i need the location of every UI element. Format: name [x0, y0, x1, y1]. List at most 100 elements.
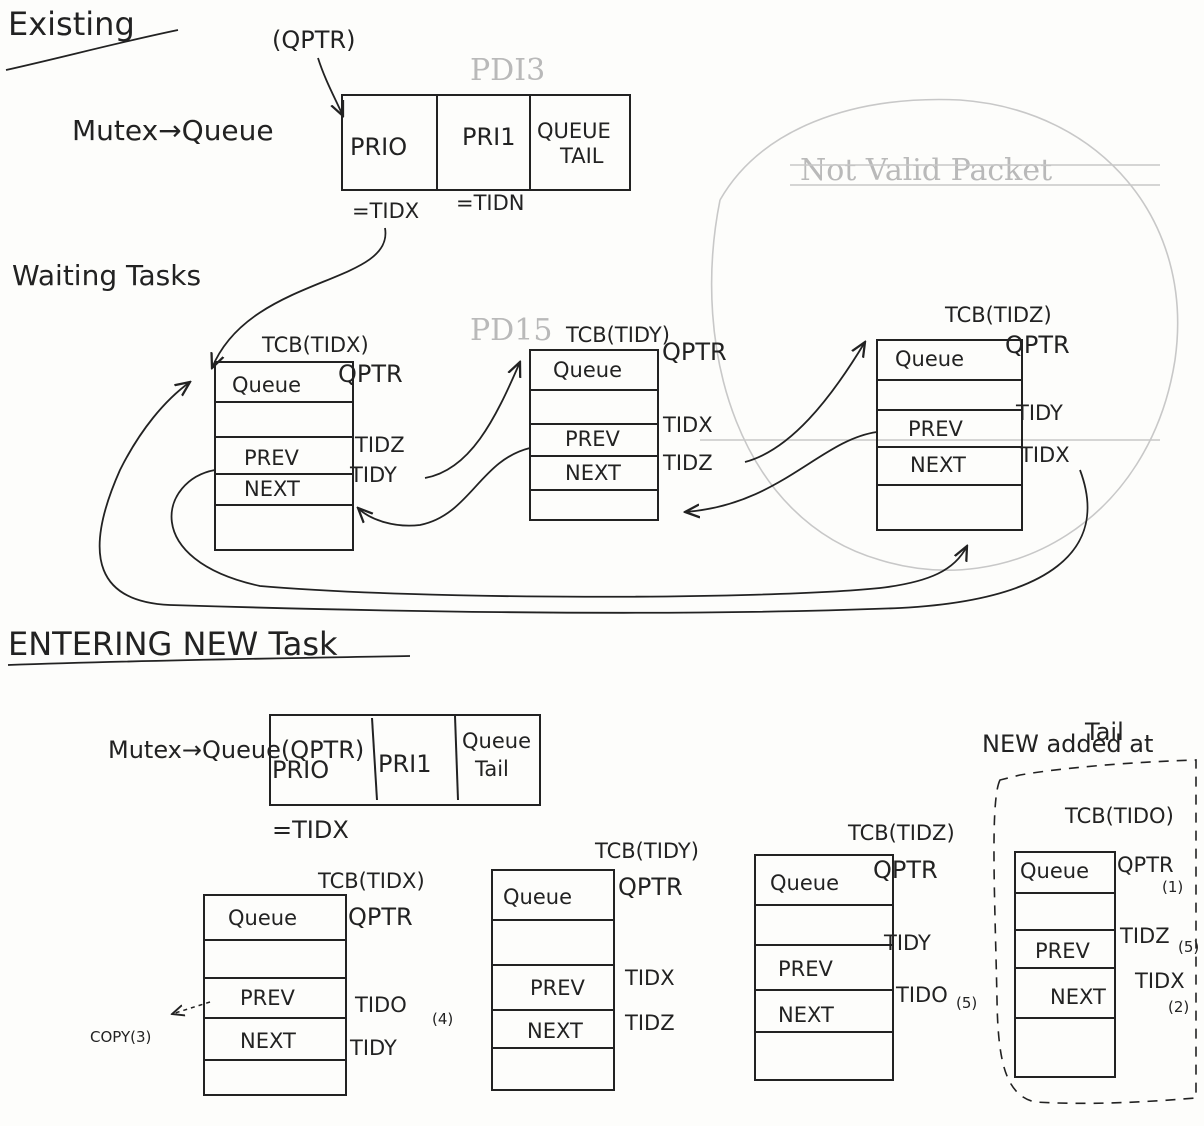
prev-mark: (5)	[1178, 938, 1199, 956]
link-x-next-to-y	[424, 362, 520, 479]
next-field: NEXT	[910, 453, 966, 477]
head-pointer-arrow	[212, 227, 387, 368]
prev-value: TIDX	[624, 966, 675, 990]
queue-field: Queue	[232, 373, 301, 397]
prev-value: TIDX	[662, 413, 713, 437]
queue-field: Queue	[895, 347, 964, 371]
new-tcb-tidz: TCB(TIDZ) Queue QPTR PREV NEXT TIDY TIDO…	[754, 821, 977, 1081]
prev-field: PREV	[244, 446, 300, 470]
cell-prio: PRIO	[350, 133, 407, 161]
cell-tail: TAIL	[559, 144, 604, 168]
new-task-dashed-region	[993, 759, 1197, 1105]
qptr-note: (QPTR)	[272, 26, 355, 54]
qptr-value: QPTR	[662, 338, 727, 366]
next-value: TIDZ	[662, 451, 713, 475]
cell-prio: PRIO	[272, 756, 329, 784]
qptr-value: QPTR	[338, 360, 403, 388]
faint-loop	[710, 98, 1179, 571]
tcb-title: TCB(TIDZ)	[847, 821, 955, 845]
next-field: NEXT	[1050, 985, 1106, 1009]
prev-field: PREV	[240, 986, 296, 1010]
queue-field: Queue	[228, 906, 297, 930]
qptr-value: QPTR	[1117, 853, 1174, 877]
prev-field: PREV	[530, 976, 586, 1000]
next-field: NEXT	[565, 461, 621, 485]
tcb-tidz: TCB(TIDZ) Queue QPTR PREV NEXT TIDY TIDX	[876, 303, 1070, 531]
prev-mark: (4)	[432, 1010, 453, 1028]
next-value: TIDY	[349, 1036, 397, 1060]
faint-note: Not Valid Packet	[800, 153, 1052, 188]
entering-heading: ENTERING NEW Task	[8, 625, 338, 663]
link-x-prev-to-z	[170, 469, 967, 598]
existing-section: Existing (QPTR) Mutex→Queue PRIO PRI1 QU…	[5, 5, 1089, 614]
cell-pri1: PRI1	[378, 750, 432, 778]
link-y-prev-to-x	[358, 447, 531, 527]
tcb-tidx: TCB(TIDX) Queue QPTR PREV NEXT TIDZ TIDY	[214, 333, 405, 551]
next-value: TIDZ	[624, 1011, 675, 1035]
next-value: TIDX	[1019, 443, 1070, 467]
queue-field: Queue	[1020, 859, 1089, 883]
queue-field: Queue	[553, 358, 622, 382]
next-field: NEXT	[240, 1029, 296, 1053]
mutex-queue-table: PRIO PRI1 QUEUE TAIL	[341, 94, 631, 191]
existing-underline	[5, 29, 179, 71]
next-value: TIDY	[349, 463, 397, 487]
prev-value: TIDZ	[354, 433, 405, 457]
tcb-title: TCB(TIDY)	[594, 839, 699, 863]
eq-tidn: =TIDN	[456, 191, 525, 215]
next-field: NEXT	[244, 477, 300, 501]
qptr-value: QPTR	[1005, 331, 1070, 359]
prev-field: PREV	[1035, 939, 1091, 963]
qptr-pointer-arrow	[317, 57, 343, 116]
faint-pd15: PD15	[470, 313, 552, 348]
new-tcb-tidx: TCB(TIDX) Queue QPTR PREV NEXT TIDO (4) …	[90, 869, 453, 1096]
mutex-queue-qptr-label: Mutex→Queue(QPTR)	[108, 736, 364, 764]
qptr-value: QPTR	[348, 903, 413, 931]
link-z-prev-to-y	[685, 431, 878, 512]
next-field: NEXT	[527, 1019, 583, 1043]
tcb-tidy: TCB(TIDY) Queue QPTR PREV NEXT TIDX TIDZ	[529, 323, 727, 521]
tcb-title: TCB(TIDZ)	[944, 303, 1052, 327]
new-note-line2: Tail	[1084, 718, 1124, 746]
prev-value: TIDY	[883, 931, 931, 955]
tcb-title: TCB(TIDY)	[565, 323, 670, 347]
new-note-line1: NEW added at	[982, 730, 1153, 758]
mutex-queue-label: Mutex→Queue	[72, 114, 274, 147]
cell-queue: QUEUE	[537, 119, 611, 143]
prev-field: PREV	[908, 417, 964, 441]
eq-tidx-new: =TIDX	[272, 816, 349, 844]
eq-tidx: =TIDX	[352, 199, 419, 223]
prev-value: TIDO	[354, 993, 407, 1017]
next-mark: (5)	[956, 994, 977, 1012]
prev-field: PREV	[565, 427, 621, 451]
existing-heading: Existing	[8, 5, 135, 43]
qptr-value: QPTR	[618, 873, 683, 901]
next-mark: (2)	[1168, 998, 1189, 1016]
new-tcb-tido: TCB(TIDO) Queue QPTR (1) PREV NEXT TIDZ …	[1014, 804, 1199, 1078]
copy-note: COPY(3)	[90, 1028, 151, 1046]
prev-field: PREV	[778, 957, 834, 981]
new-tcb-tidy: TCB(TIDY) Queue QPTR PREV NEXT TIDX TIDZ	[491, 839, 699, 1091]
link-z-next-to-x	[98, 382, 1089, 614]
queue-field: Queue	[770, 871, 839, 895]
entering-underline	[7, 655, 411, 666]
next-value: TIDO	[895, 983, 948, 1007]
prev-value: TIDZ	[1119, 924, 1170, 948]
entering-section: ENTERING NEW Task Mutex→Queue(QPTR) PRIO…	[7, 625, 1199, 1105]
background-scribbles: PDI3 PD15 Not Valid Packet	[470, 53, 1179, 571]
next-field: NEXT	[778, 1003, 834, 1027]
qptr-mark: (1)	[1162, 878, 1183, 896]
tcb-title: TCB(TIDX)	[261, 333, 369, 357]
cell-tail: Tail	[474, 757, 509, 781]
copy-arrow	[172, 1001, 211, 1014]
next-value: TIDX	[1134, 969, 1185, 993]
tcb-title: TCB(TIDX)	[317, 869, 425, 893]
faint-lines	[700, 164, 1160, 441]
tcb-title: TCB(TIDO)	[1064, 804, 1174, 828]
qptr-value: QPTR	[873, 856, 938, 884]
link-y-next-to-z	[744, 342, 865, 463]
faint-pd13: PDI3	[470, 53, 545, 88]
existing-links	[98, 342, 1089, 614]
